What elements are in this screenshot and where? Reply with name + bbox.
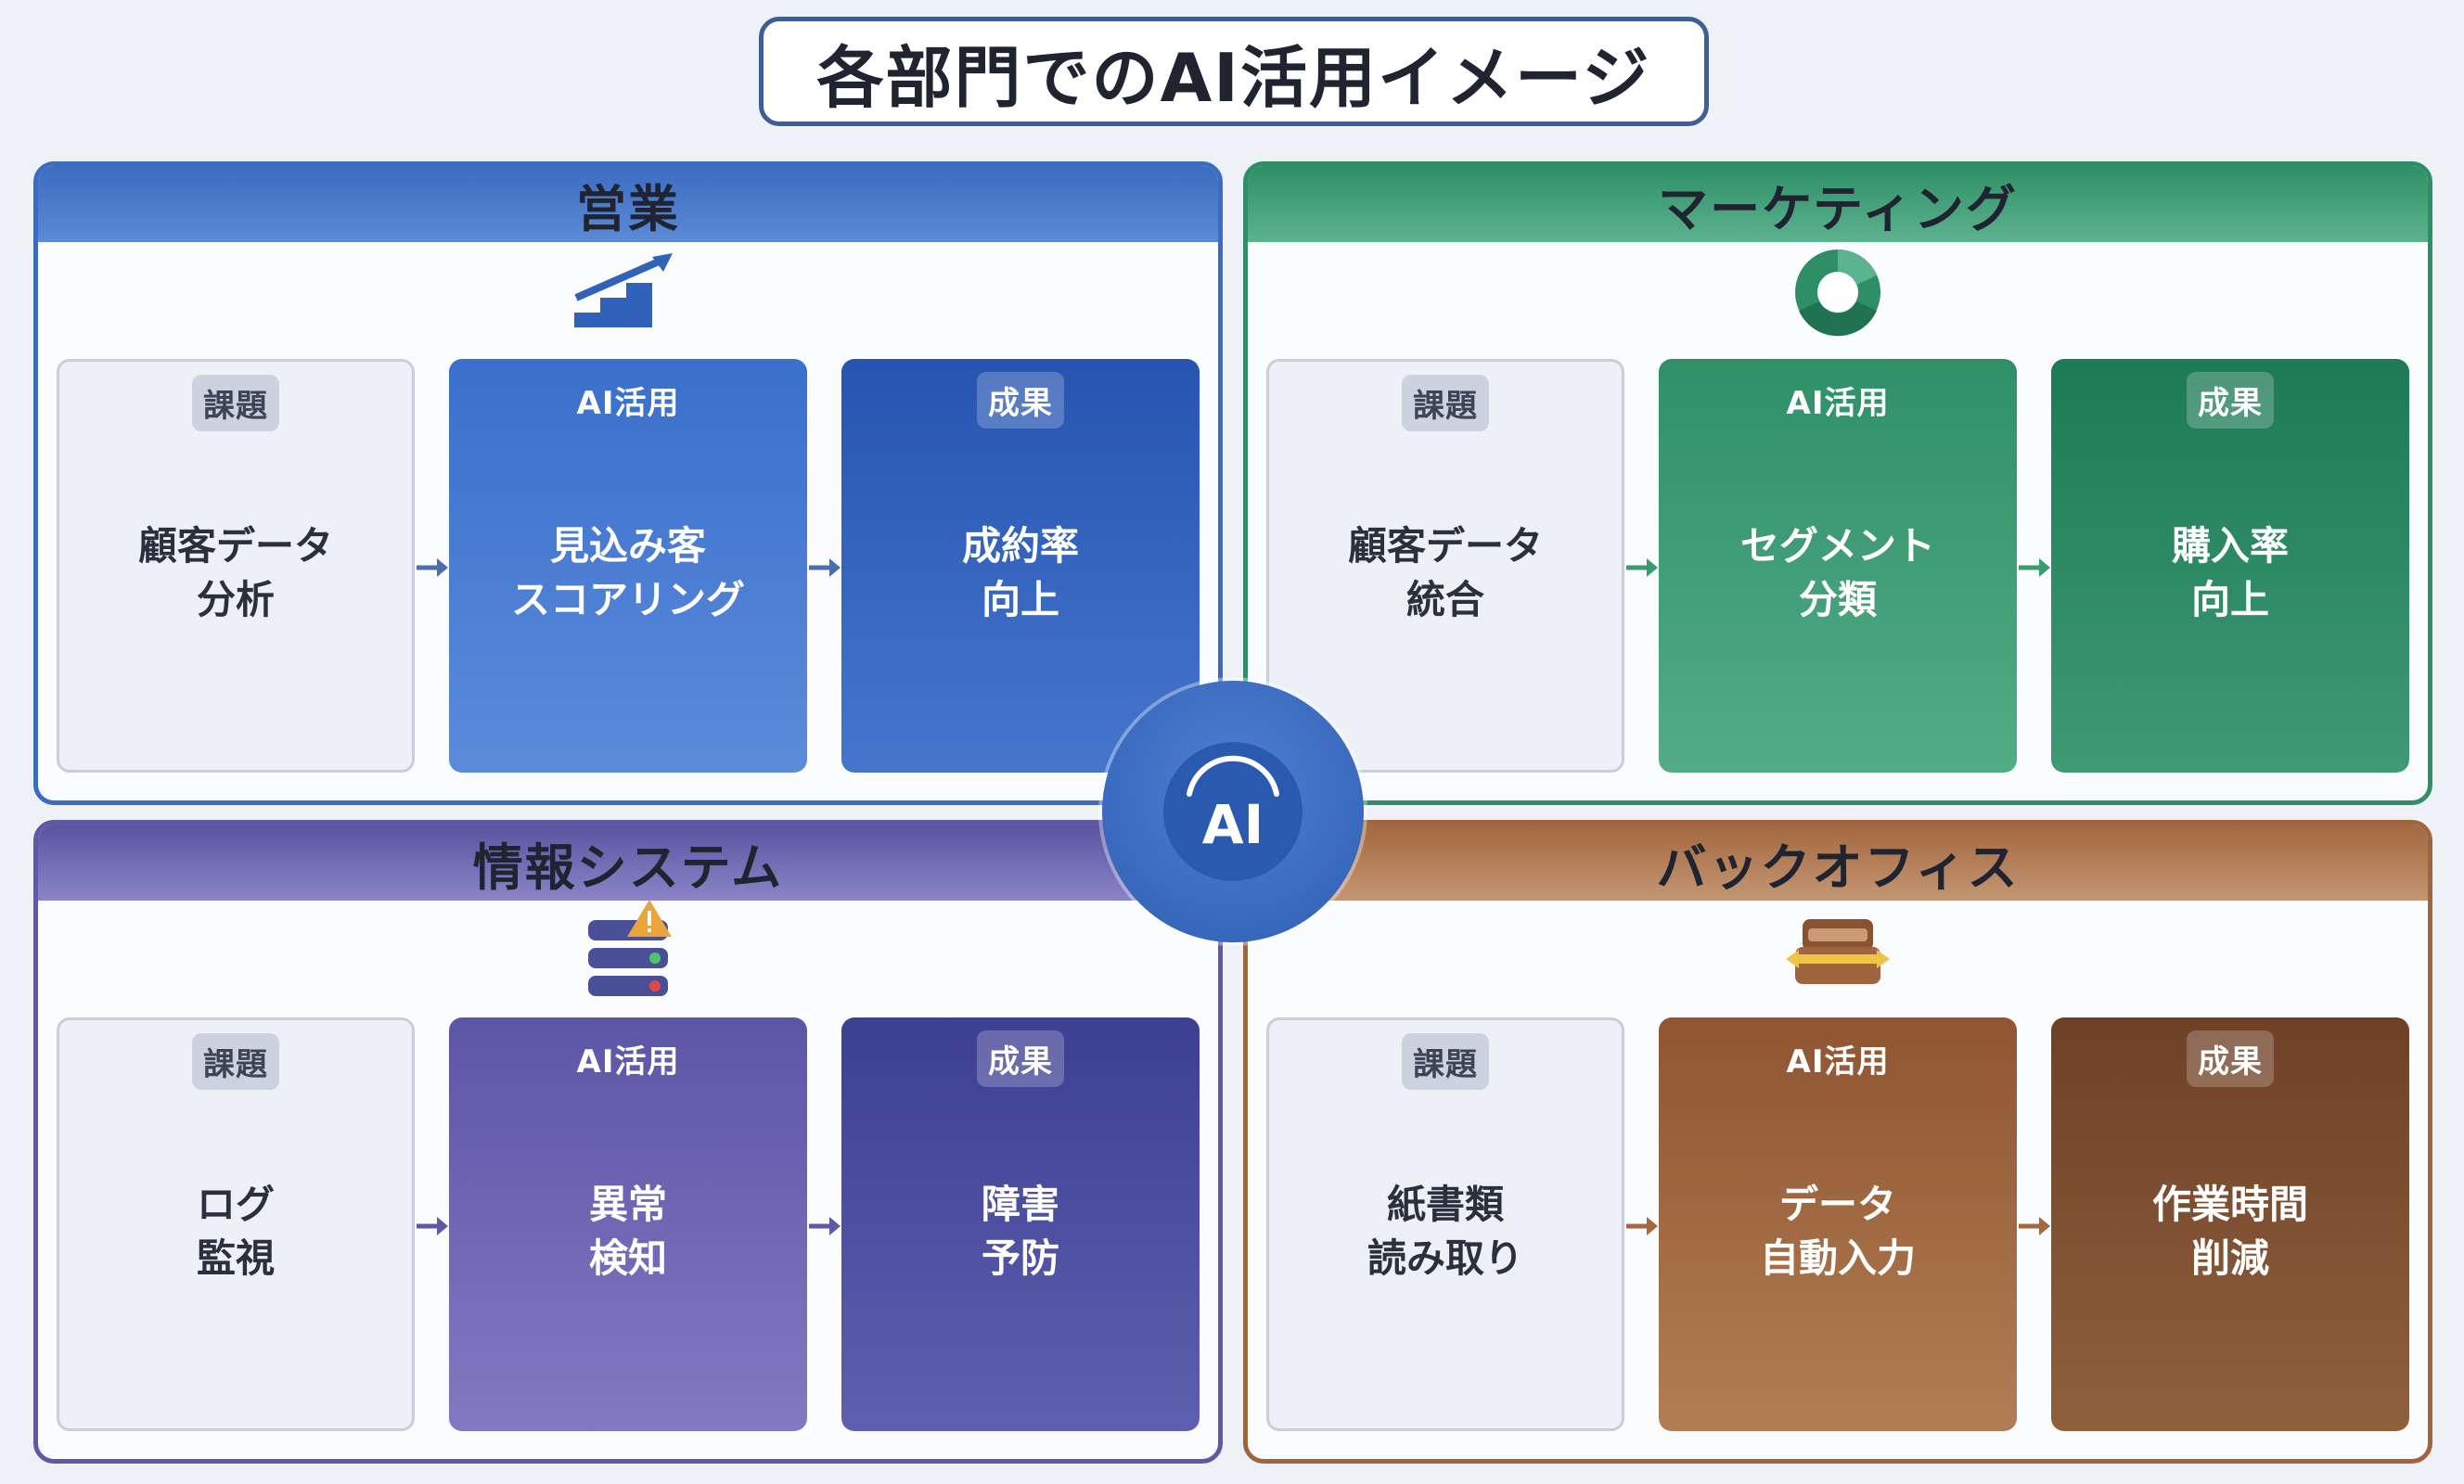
arrow-right-icon xyxy=(807,554,841,582)
ai-tag: AI活用 xyxy=(576,385,680,422)
it-ai-line1: 異常 xyxy=(588,1181,667,1227)
problem-tag: 課題 xyxy=(192,375,279,431)
backoffice-result-box: 成果 作業時間 削減 xyxy=(2051,1017,2409,1431)
backoffice-problem-line1: 紙書類 xyxy=(1386,1181,1504,1227)
panel-header-backoffice: バックオフィス xyxy=(1248,825,2428,901)
result-tag: 成果 xyxy=(977,372,1064,429)
it-ai-line2: 検知 xyxy=(588,1235,667,1281)
problem-tag: 課題 xyxy=(1402,1033,1489,1090)
backoffice-ai-line1: データ xyxy=(1778,1181,1896,1227)
it-result-line2: 予防 xyxy=(981,1235,1059,1281)
ai-core: AI xyxy=(1163,742,1303,881)
backoffice-result-line2: 削減 xyxy=(2190,1235,2269,1281)
problem-tag: 課題 xyxy=(192,1033,279,1090)
arrow-right-icon xyxy=(2017,554,2051,582)
ai-tag: AI活用 xyxy=(1786,385,1890,422)
arrow-right-icon xyxy=(1624,1212,1659,1240)
backoffice-result-line1: 作業時間 xyxy=(2151,1181,2308,1227)
stairs-growth-icon xyxy=(38,248,1218,337)
marketing-ai-line1: セグメント xyxy=(1739,522,1935,569)
sales-ai-line2: スコアリング xyxy=(510,576,745,622)
panel-marketing: マーケティング 課題 顧客データ 統合 AI活用 セグメント 分類 xyxy=(1243,161,2432,805)
sales-problem-box: 課題 顧客データ 分析 xyxy=(57,359,415,773)
ai-tag: AI活用 xyxy=(576,1043,680,1081)
ai-tag: AI活用 xyxy=(1786,1043,1890,1081)
result-tag: 成果 xyxy=(2187,372,2274,429)
sales-problem-line1: 顧客データ xyxy=(137,522,333,569)
server-warning-icon xyxy=(38,900,1218,996)
panel-backoffice: バックオフィス 課題 紙書類 読み取り AI活用 データ 自動入力 xyxy=(1243,820,2432,1464)
arrow-right-icon xyxy=(415,1212,449,1240)
backoffice-ai-line2: 自動入力 xyxy=(1759,1235,1916,1281)
arrow-right-icon xyxy=(1624,554,1659,582)
panel-header-sales: 営業 xyxy=(38,166,1218,242)
sales-result-line2: 向上 xyxy=(981,576,1059,622)
marketing-problem-line1: 顧客データ xyxy=(1347,522,1543,569)
panel-header-marketing: マーケティング xyxy=(1248,166,2428,242)
it-problem-line1: ログ xyxy=(196,1181,275,1227)
it-problem-box: 課題 ログ 監視 xyxy=(57,1017,415,1431)
marketing-ai-box: AI活用 セグメント 分類 xyxy=(1659,359,2017,773)
sales-result-box: 成果 成約率 向上 xyxy=(841,359,1200,773)
arrow-right-icon xyxy=(807,1212,841,1240)
marketing-result-line1: 購入率 xyxy=(2171,522,2289,569)
result-tag: 成果 xyxy=(977,1030,1064,1087)
ai-hub-label: AI xyxy=(1201,793,1264,856)
panel-sales: 営業 課題 顧客データ 分析 AI活用 見込み客 スコアリング xyxy=(33,161,1223,805)
ai-hub: AI xyxy=(1102,681,1364,942)
backoffice-ai-box: AI活用 データ 自動入力 xyxy=(1659,1017,2017,1431)
it-result-line1: 障害 xyxy=(981,1181,1059,1227)
sales-result-line1: 成約率 xyxy=(961,522,1079,569)
sales-ai-box: AI活用 見込み客 スコアリング xyxy=(449,359,807,773)
arrow-right-icon xyxy=(415,554,449,582)
it-ai-box: AI活用 異常 検知 xyxy=(449,1017,807,1431)
marketing-result-box: 成果 購入率 向上 xyxy=(2051,359,2409,773)
marketing-result-line2: 向上 xyxy=(2190,576,2269,622)
marketing-problem-box: 課題 顧客データ 統合 xyxy=(1266,359,1624,773)
sales-problem-line2: 分析 xyxy=(196,576,275,622)
problem-tag: 課題 xyxy=(1402,375,1489,431)
donut-chart-icon xyxy=(1248,248,2428,337)
marketing-problem-line2: 統合 xyxy=(1405,576,1484,622)
it-problem-line2: 監視 xyxy=(196,1235,275,1281)
arc-icon xyxy=(1187,755,1279,797)
page-title: 各部門でのAI活用イメージ xyxy=(759,17,1709,126)
it-result-box: 成果 障害 予防 xyxy=(841,1017,1200,1431)
panel-it: 情報システム 課題 ログ 監視 AI活用 異常 xyxy=(33,820,1223,1464)
backoffice-problem-line2: 読み取り xyxy=(1367,1235,1523,1281)
arrow-right-icon xyxy=(2017,1212,2051,1240)
result-tag: 成果 xyxy=(2187,1030,2274,1087)
marketing-ai-line2: 分類 xyxy=(1798,576,1877,622)
panel-header-it: 情報システム xyxy=(38,825,1218,901)
scanner-icon xyxy=(1248,906,2428,995)
sales-ai-line1: 見込み客 xyxy=(549,522,706,569)
backoffice-problem-box: 課題 紙書類 読み取り xyxy=(1266,1017,1624,1431)
